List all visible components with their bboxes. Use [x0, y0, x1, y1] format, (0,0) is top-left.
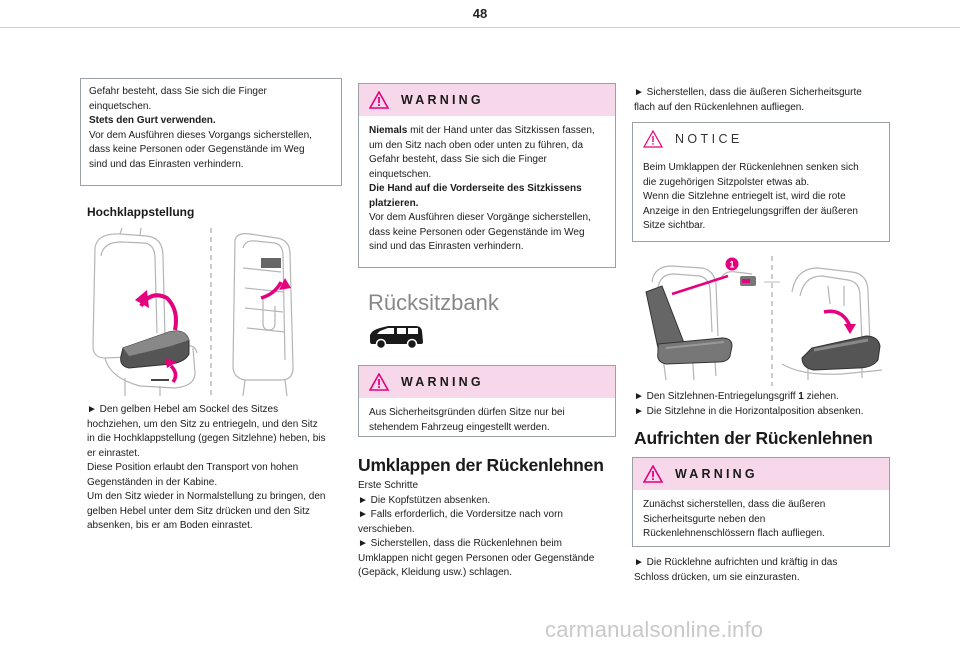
- warning-line: Zunächst sicherstellen, dass die äußeren: [643, 499, 826, 510]
- warning-title: WARNING: [401, 375, 484, 389]
- step-line: ziehen.: [803, 391, 839, 402]
- warning-title: WARNING: [401, 93, 484, 107]
- notice-line: Beim Umklappen der Rückenlehnen senken s…: [643, 162, 859, 173]
- step-line: Gegenständen in der Kabine.: [87, 476, 218, 488]
- seatbelt-intro: ► Sicherstellen, dass die äußeren Sicher…: [634, 86, 896, 115]
- step-line: ► Die Sitzlehne in die Horizontalpositio…: [634, 405, 864, 417]
- box-line: Vor dem Ausführen dieses Vorgangs sicher…: [89, 129, 312, 141]
- step-line: ► Die Rücklehne aufrichten und kräftig i…: [634, 557, 838, 568]
- step-line: ► Sicherstellen, dass die Rückenlehnen b…: [358, 538, 562, 549]
- notice-triangle-icon: [643, 130, 663, 148]
- step-line: gelben Hebel unter dem Sitz drücken und …: [87, 505, 310, 517]
- box-line: einquetschen.: [89, 100, 152, 112]
- step-line: ► Sicherstellen, dass die äußeren Sicher…: [634, 87, 862, 98]
- notice-line: Sitze sichtbar.: [643, 220, 706, 231]
- section-heading-umklappen: Umklappen der Rückenlehnen: [358, 455, 604, 475]
- box-line: sind und das Einrasten verhindern.: [89, 158, 244, 170]
- section-heading-hochklapp: Hochklappstellung: [87, 205, 195, 219]
- step-line: ► Den Sitzlehnen-Entriegelungsgriff: [634, 391, 799, 402]
- warning-box-seatbelts: WARNING Zunächst sicherstellen, dass die…: [632, 457, 890, 547]
- warning-title: WARNING: [675, 467, 758, 481]
- warning-box-continued: Gefahr besteht, dass Sie sich die Finger…: [80, 78, 342, 186]
- backrest-fold-illustration: 1: [645, 256, 883, 386]
- step-ref-bold: 1: [798, 391, 804, 402]
- warning-line: Aus Sicherheitsgründen dürfen Sitze nur …: [369, 407, 565, 418]
- step-line: flach auf den Rückenlehnen aufliegen.: [634, 101, 805, 113]
- notice-line: Anzeige in den Entriegelungsgriffen der …: [643, 205, 858, 217]
- step-line: Umklappen nicht gegen Personen oder Gege…: [358, 552, 595, 564]
- warning-line: sind und das Einrasten verhindern.: [369, 241, 524, 252]
- warning-box-hand: WARNING Niemals mit der Hand unter das S…: [358, 83, 616, 268]
- warning-line: Gefahr besteht, dass Sie sich die Finger: [369, 154, 547, 165]
- warning-line: um den Sitz nach oben oder unten zu führ…: [369, 139, 584, 151]
- warning-line: Vor dem Ausführen dieser Vorgänge sicher…: [369, 212, 591, 223]
- warning-bold: Die Hand auf die Vorderseite des Sitzkis…: [369, 183, 582, 194]
- section-heading-aufrichten: Aufrichten der Rückenlehnen: [634, 428, 873, 448]
- step-line: Schloss drücken, um sie einzurasten.: [634, 571, 800, 583]
- notice-line: die zugehörigen Sitzpolster etwas ab.: [643, 176, 810, 188]
- box-line: dass keine Personen oder Gegenstände im …: [89, 144, 305, 155]
- van-icon: [370, 326, 423, 350]
- step-line: ► Den gelben Hebel am Sockel des Sitzes: [87, 404, 279, 415]
- step-line: ► Falls erforderlich, die Vordersitze na…: [358, 509, 563, 520]
- seat-fold-up-illustration: [92, 228, 294, 397]
- warning-line: Rückenlehnenschlössern flach aufliegen.: [643, 528, 825, 539]
- warning-line: mit der Hand unter das Sitzkissen fassen…: [407, 125, 595, 136]
- fold-instructions: ► Den Sitzlehnen-Entriegelungsgriff 1 zi…: [634, 390, 896, 419]
- step-line: Erste Schritte: [358, 480, 419, 491]
- warning-triangle-icon: [369, 91, 389, 109]
- warning-line: einquetschen.: [369, 168, 432, 180]
- notice-title: NOTICE: [675, 132, 743, 146]
- step-line: er einrastet.: [87, 447, 140, 459]
- step-line: Diese Position erlaubt den Transport von…: [87, 462, 299, 473]
- step-line: Um den Sitz wieder in Normalstellung zu …: [87, 491, 326, 502]
- warning-triangle-icon: [643, 465, 663, 483]
- warning-line: dass keine Personen oder Gegenstände im …: [369, 226, 585, 238]
- warning-header: WARNING: [633, 458, 889, 490]
- step-line: in die Hochklappstellung (gegen Sitzlehn…: [87, 433, 326, 444]
- step-line: (Gepäck, Kleidung usw.) schlagen.: [358, 567, 512, 578]
- step-line: verschieben.: [358, 523, 415, 535]
- umklappen-instructions: Erste Schritte ► Die Kopfstützen absenke…: [358, 479, 620, 581]
- notice-header: NOTICE: [633, 123, 889, 155]
- callout-badge-1: [725, 257, 739, 271]
- section-title-ruecksitzbank: Rücksitzbank: [368, 290, 499, 315]
- notice-box: NOTICE Beim Umklappen der Rückenlehnen s…: [632, 122, 890, 242]
- warning-line: stehendem Fahrzeug eingestellt werden.: [369, 421, 550, 433]
- watermark: carmanualsonline.info: [545, 617, 764, 642]
- notice-line: Wenn die Sitzlehne entriegelt ist, wird …: [643, 191, 846, 202]
- warning-header: WARNING: [359, 84, 615, 116]
- warning-bold: platzieren.: [369, 197, 419, 209]
- warning-box-vehicle-stationary: WARNING Aus Sicherheitsgründen dürfen Si…: [358, 365, 616, 437]
- callout-badge-label: 1: [729, 260, 734, 270]
- box-bold-line: Stets den Gurt verwenden.: [89, 115, 216, 126]
- step-line: absenken, bis er am Boden einrastet.: [87, 520, 253, 531]
- warning-header: WARNING: [359, 366, 615, 398]
- warning-triangle-icon: [369, 373, 389, 391]
- hochklapp-instructions: ► Den gelben Hebel am Sockel des Sitzes …: [87, 403, 349, 534]
- aufrichten-instructions: ► Die Rücklehne aufrichten und kräftig i…: [634, 556, 896, 585]
- warning-bold: Niemals: [369, 125, 408, 136]
- page-number: 48: [472, 6, 488, 21]
- step-line: hochziehen, um den Sitz zu entriegeln, u…: [87, 418, 318, 430]
- box-line: Gefahr besteht, dass Sie sich die Finger: [89, 86, 267, 97]
- header-rule: [0, 27, 960, 28]
- step-line: ► Die Kopfstützen absenken.: [358, 494, 491, 506]
- warning-line: Sicherheitsgurte neben den: [643, 513, 766, 525]
